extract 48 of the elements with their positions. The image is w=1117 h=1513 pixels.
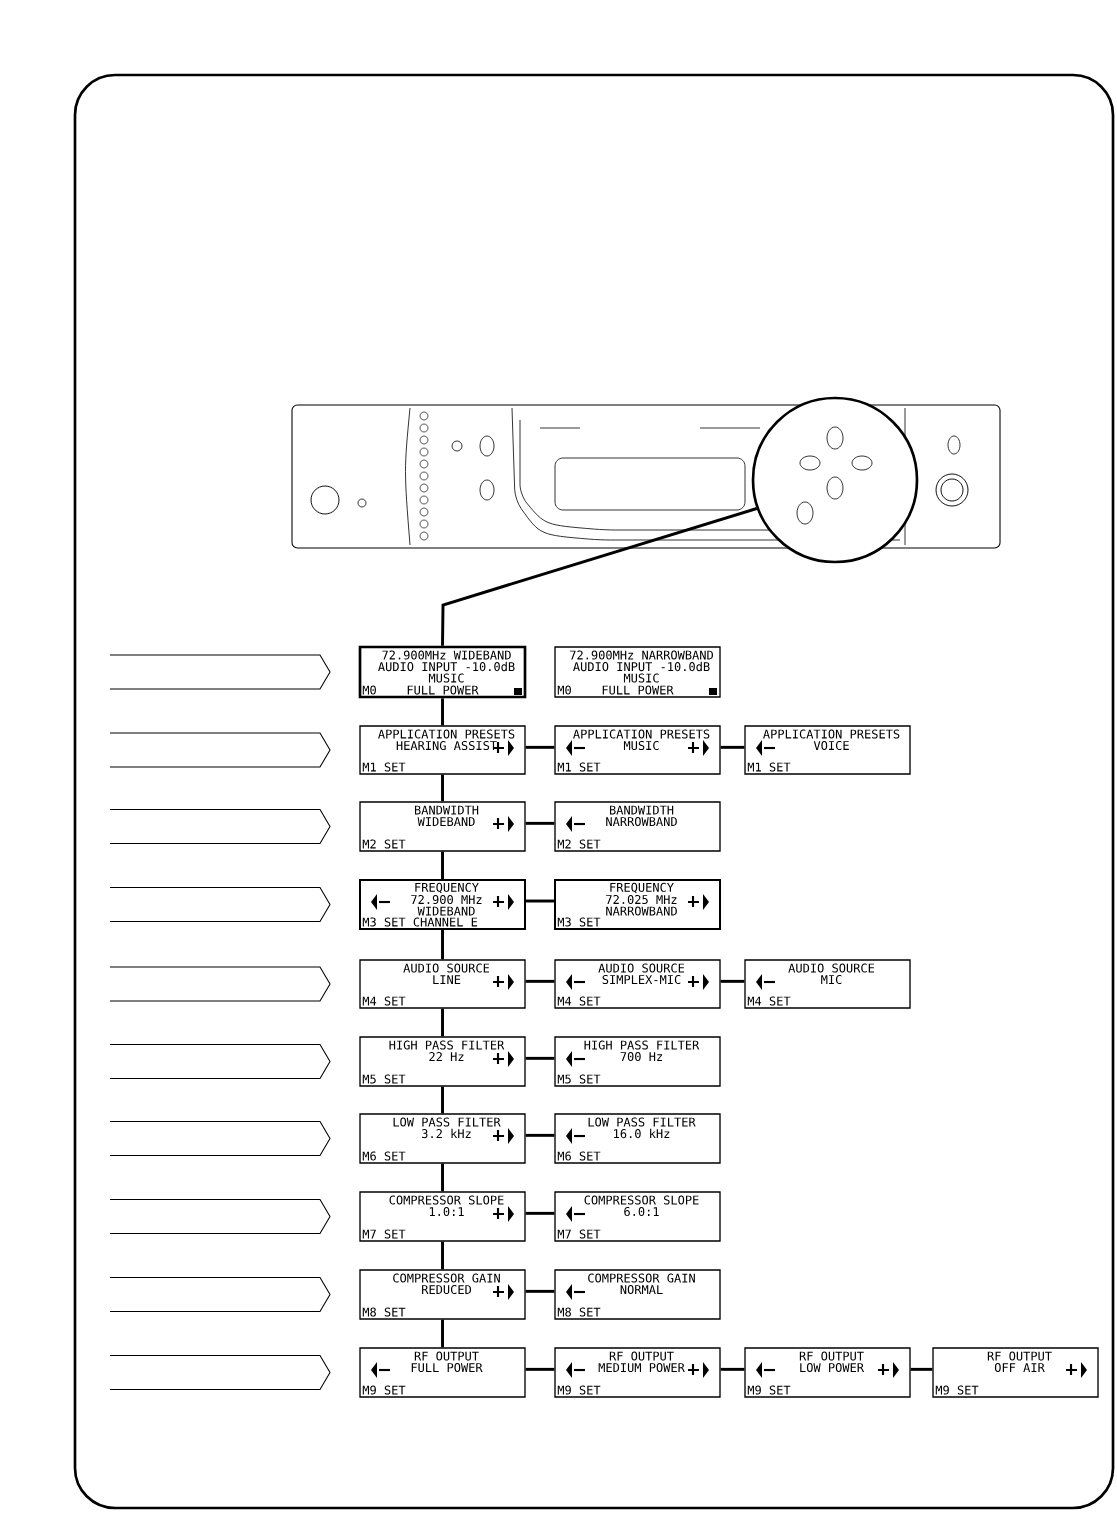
lcd-screen: COMPRESSOR GAIN REDUCED M8 SET xyxy=(359,1269,526,1320)
lcd-screen: HIGH PASS FILTER 700 Hz M5 SET xyxy=(554,1036,721,1087)
connector-line xyxy=(441,1008,444,1037)
connector-line xyxy=(910,1367,933,1371)
connector-line xyxy=(525,745,555,749)
connector-line xyxy=(441,1241,444,1270)
connector-line xyxy=(525,821,555,825)
connector-line xyxy=(441,930,444,960)
lcd-screen: AUDIO SOURCE MIC M4 SET xyxy=(744,959,911,1009)
lcd-screen: RF OUTPUT MEDIUM POWER M9 SET xyxy=(554,1347,721,1398)
connector-line xyxy=(526,899,554,903)
lcd-screen: FREQUENCY 72.900 MHz WIDEBAND M3 SET CHANNEL E xyxy=(359,879,526,930)
connector-line xyxy=(441,1319,444,1348)
connector-line xyxy=(525,1211,555,1215)
connector-line xyxy=(441,1163,444,1192)
lcd-screen: COMPRESSOR SLOPE 6.0:1 M7 SET xyxy=(554,1191,721,1242)
lcd-screen: FREQUENCY 72.025 MHz NARROWBAND M3 SET xyxy=(554,879,721,930)
connector-line xyxy=(441,774,444,802)
lcd-screen: HIGH PASS FILTER 22 Hz M5 SET xyxy=(359,1036,526,1087)
lcd-screen: LOW PASS FILTER 3.2 kHz M6 SET xyxy=(359,1113,526,1164)
lcd-screen: 72.900MHz WIDEBAND AUDIO INPUT -10.0dB MUSIC M0 FULL POWER xyxy=(358,645,527,699)
lcd-screen: RF OUTPUT LOW POWER M9 SET xyxy=(744,1347,911,1398)
lcd-screen: APPLICATION PRESETS MUSIC M1 SET xyxy=(554,725,721,775)
lcd-screen: APPLICATION PRESETS VOICE M1 SET xyxy=(744,725,911,775)
connector-line xyxy=(525,1289,555,1293)
lcd-screen: APPLICATION PRESETS HEARING ASSIST M1 SET xyxy=(359,725,526,775)
lcd-screen: BANDWIDTH NARROWBAND M2 SET xyxy=(554,801,721,852)
lcd-screen: COMPRESSOR GAIN NORMAL M8 SET xyxy=(554,1269,721,1320)
lcd-screen: COMPRESSOR SLOPE 1.0:1 M7 SET xyxy=(359,1191,526,1242)
lcd-screen: LOW PASS FILTER 16.0 kHz M6 SET xyxy=(554,1113,721,1164)
connector-line xyxy=(525,1367,555,1371)
lcd-screen: 72.900MHz NARROWBAND AUDIO INPUT -10.0dB MUSIC M0 FULL POWER xyxy=(554,646,721,698)
connector-line xyxy=(525,1133,555,1137)
connector-line xyxy=(441,851,444,879)
leader-line xyxy=(441,507,758,646)
connector-line xyxy=(525,979,555,983)
connector-line xyxy=(441,1086,444,1114)
connector-line xyxy=(720,1367,745,1371)
lcd-screen: RF OUTPUT FULL POWER M9 SET xyxy=(359,1347,526,1398)
connector-line xyxy=(720,745,745,749)
lcd-screen: AUDIO SOURCE SIMPLEX-MIC M4 SET xyxy=(554,959,721,1009)
lcd-screen: BANDWIDTH WIDEBAND M2 SET xyxy=(359,801,526,852)
connector-line xyxy=(525,1056,555,1060)
connector-line xyxy=(441,698,444,726)
connector-line xyxy=(720,979,745,983)
magnified-controls xyxy=(751,396,919,564)
lcd-screen: RF OUTPUT OFF AIR M9 SET xyxy=(932,1347,1099,1398)
lcd-screen: AUDIO SOURCE LINE M4 SET xyxy=(359,959,526,1009)
